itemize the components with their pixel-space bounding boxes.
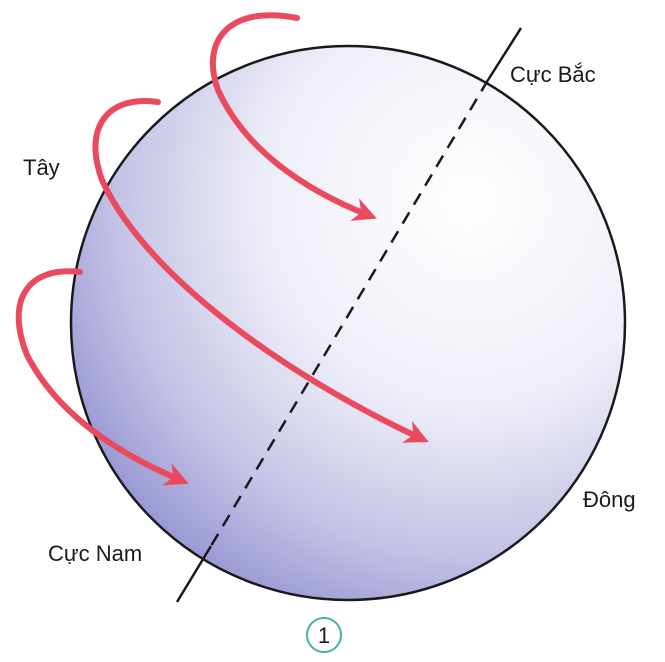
axis-north-segment — [486, 27, 523, 81]
east-label: Đông — [583, 487, 636, 512]
rotation-arrow-middle — [92, 98, 429, 443]
rotation-arrow-top — [210, 12, 377, 221]
earth-axis-line — [209, 79, 490, 547]
figure-number-badge: 1 — [306, 617, 342, 653]
west-label: Tây — [23, 155, 60, 180]
north-pole-label: Cực Bắc — [510, 62, 596, 87]
south-pole-label: Cực Nam — [48, 541, 142, 566]
figure-number: 1 — [318, 623, 330, 648]
globe-icon — [69, 44, 627, 602]
axis-south-segment — [175, 545, 213, 603]
rotation-arrow-bottom — [15, 268, 189, 486]
